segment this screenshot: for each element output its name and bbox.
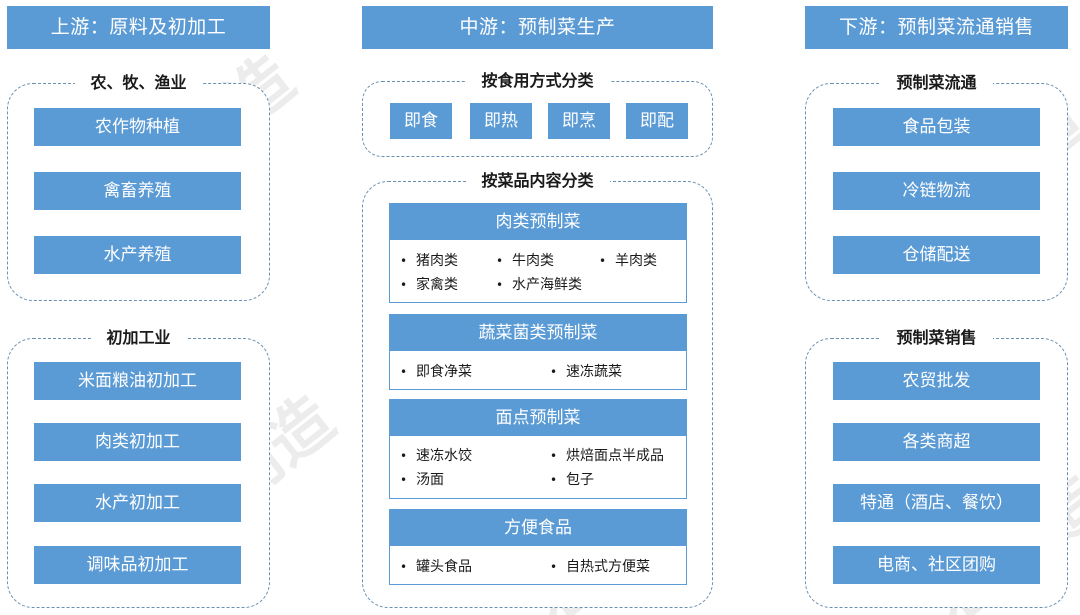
category-vegetable: 蔬菜菌类预制菜 即食净菜 速冻蔬菜 [389, 314, 687, 390]
method-ready-to-heat: 即热 [470, 103, 532, 139]
midstream-header: 中游：预制菜生产 [362, 6, 713, 49]
item-crop-planting: 农作物种植 [34, 108, 241, 146]
list-item: 家禽类 [400, 276, 458, 294]
item-warehousing: 仓储配送 [833, 236, 1040, 274]
midstream-group-method: 按食用方式分类 [362, 70, 713, 157]
list-item: 汤面 [400, 471, 444, 489]
category-title: 方便食品 [390, 510, 686, 546]
list-item: 自热式方便菜 [550, 558, 650, 576]
list-item: 牛肉类 [496, 252, 554, 270]
group-title: 按菜品内容分类 [465, 170, 610, 192]
group-title: 农、牧、渔业 [74, 72, 203, 94]
upstream-header: 上游：原料及初加工 [7, 6, 270, 49]
item-food-packaging: 食品包装 [833, 108, 1040, 146]
item-aquaculture: 水产养殖 [34, 236, 241, 274]
list-item: 烘焙面点半成品 [550, 447, 664, 465]
category-title: 面点预制菜 [390, 400, 686, 436]
method-ready-to-cook: 即烹 [548, 103, 610, 139]
downstream-header: 下游：预制菜流通销售 [805, 6, 1068, 49]
group-title: 按食用方式分类 [465, 70, 610, 92]
method-ready-to-assemble: 即配 [626, 103, 688, 139]
list-item: 水产海鲜类 [496, 276, 582, 294]
item-catering: 特通（酒店、餐饮） [833, 484, 1040, 522]
item-cold-chain: 冷链物流 [833, 172, 1040, 210]
group-title: 预制菜流通 [880, 72, 993, 94]
list-item: 包子 [550, 471, 594, 489]
item-wholesale-market: 农贸批发 [833, 362, 1040, 400]
list-item: 速冻水饺 [400, 447, 472, 465]
list-item: 罐头食品 [400, 558, 472, 576]
category-meat: 肉类预制菜 猪肉类 牛肉类 羊肉类 家禽类 水产海鲜类 [389, 203, 687, 303]
category-convenience: 方便食品 罐头食品 自热式方便菜 [389, 509, 687, 585]
category-title: 肉类预制菜 [390, 204, 686, 240]
item-grain-oil-processing: 米面粮油初加工 [34, 362, 241, 400]
method-ready-to-eat: 即食 [390, 103, 452, 139]
list-item: 即食净菜 [400, 363, 472, 381]
list-item: 速冻蔬菜 [550, 363, 622, 381]
item-ecommerce: 电商、社区团购 [833, 546, 1040, 584]
item-meat-processing: 肉类初加工 [34, 423, 241, 461]
category-pastry: 面点预制菜 速冻水饺 烘焙面点半成品 汤面 包子 [389, 399, 687, 499]
category-title: 蔬菜菌类预制菜 [390, 315, 686, 351]
item-aquatic-processing: 水产初加工 [34, 484, 241, 522]
item-condiment-processing: 调味品初加工 [34, 546, 241, 584]
group-title: 预制菜销售 [880, 327, 993, 349]
item-supermarkets: 各类商超 [833, 423, 1040, 461]
group-title: 初加工业 [90, 327, 187, 349]
list-item: 猪肉类 [400, 252, 458, 270]
list-item: 羊肉类 [599, 252, 657, 270]
item-livestock-breeding: 禽畜养殖 [34, 172, 241, 210]
